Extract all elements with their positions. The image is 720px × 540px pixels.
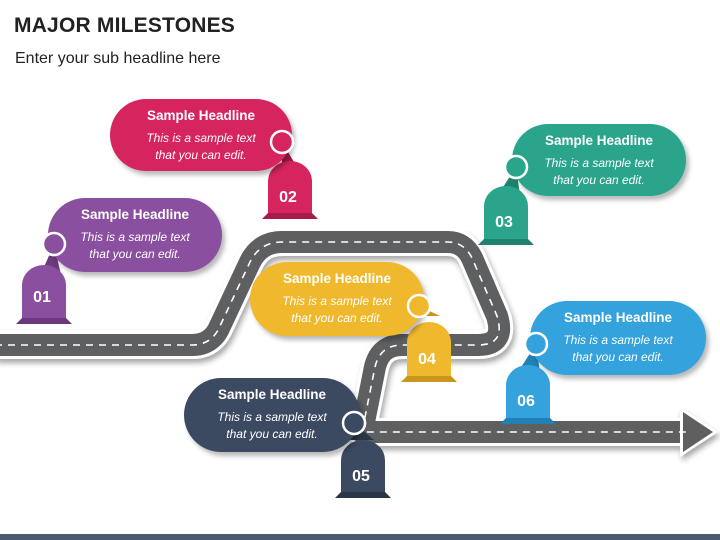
milestone-bubble-03: Sample Headline This is a sample text th… <box>512 124 686 196</box>
milestone-text: This is a sample text that you can edit. <box>217 410 327 441</box>
road-centerline <box>0 241 686 433</box>
milestone-headline: Sample Headline <box>282 271 392 286</box>
milestone-headline: Sample Headline <box>217 387 327 402</box>
milestone-bubble-05: Sample Headline This is a sample text th… <box>184 378 360 452</box>
milestone-bubble-02: Sample Headline This is a sample text th… <box>110 99 292 171</box>
milestone-text: This is a sample text that you can edit. <box>544 156 654 187</box>
milestone-headline: Sample Headline <box>80 207 190 222</box>
slide-subtitle: Enter your sub headline here <box>15 50 221 67</box>
milestone-headline: Sample Headline <box>544 133 654 148</box>
road <box>0 228 718 457</box>
milestone-text: This is a sample text that you can edit. <box>80 230 190 261</box>
milestone-number-04: 04 <box>418 351 436 368</box>
milestone-number-02: 02 <box>279 189 297 206</box>
milestone-bubble-06: Sample Headline This is a sample text th… <box>530 301 706 375</box>
milestone-headline: Sample Headline <box>146 108 256 123</box>
milestone-number-03: 03 <box>495 214 513 231</box>
milestone-number-01: 01 <box>33 289 51 306</box>
slide-title: MAJOR MILESTONES <box>14 14 236 37</box>
milestone-headline: Sample Headline <box>563 310 673 325</box>
milestone-bubble-04: Sample Headline This is a sample text th… <box>250 262 424 336</box>
milestone-number-05: 05 <box>352 468 370 485</box>
milestone-text: This is a sample text that you can edit. <box>282 294 392 325</box>
milestone-text: This is a sample text that you can edit. <box>563 333 673 364</box>
milestone-number-06: 06 <box>517 393 535 410</box>
milestone-bubble-01: Sample Headline This is a sample text th… <box>48 198 222 272</box>
milestone-text: This is a sample text that you can edit. <box>146 131 256 162</box>
bottom-accent-bar <box>0 534 720 540</box>
